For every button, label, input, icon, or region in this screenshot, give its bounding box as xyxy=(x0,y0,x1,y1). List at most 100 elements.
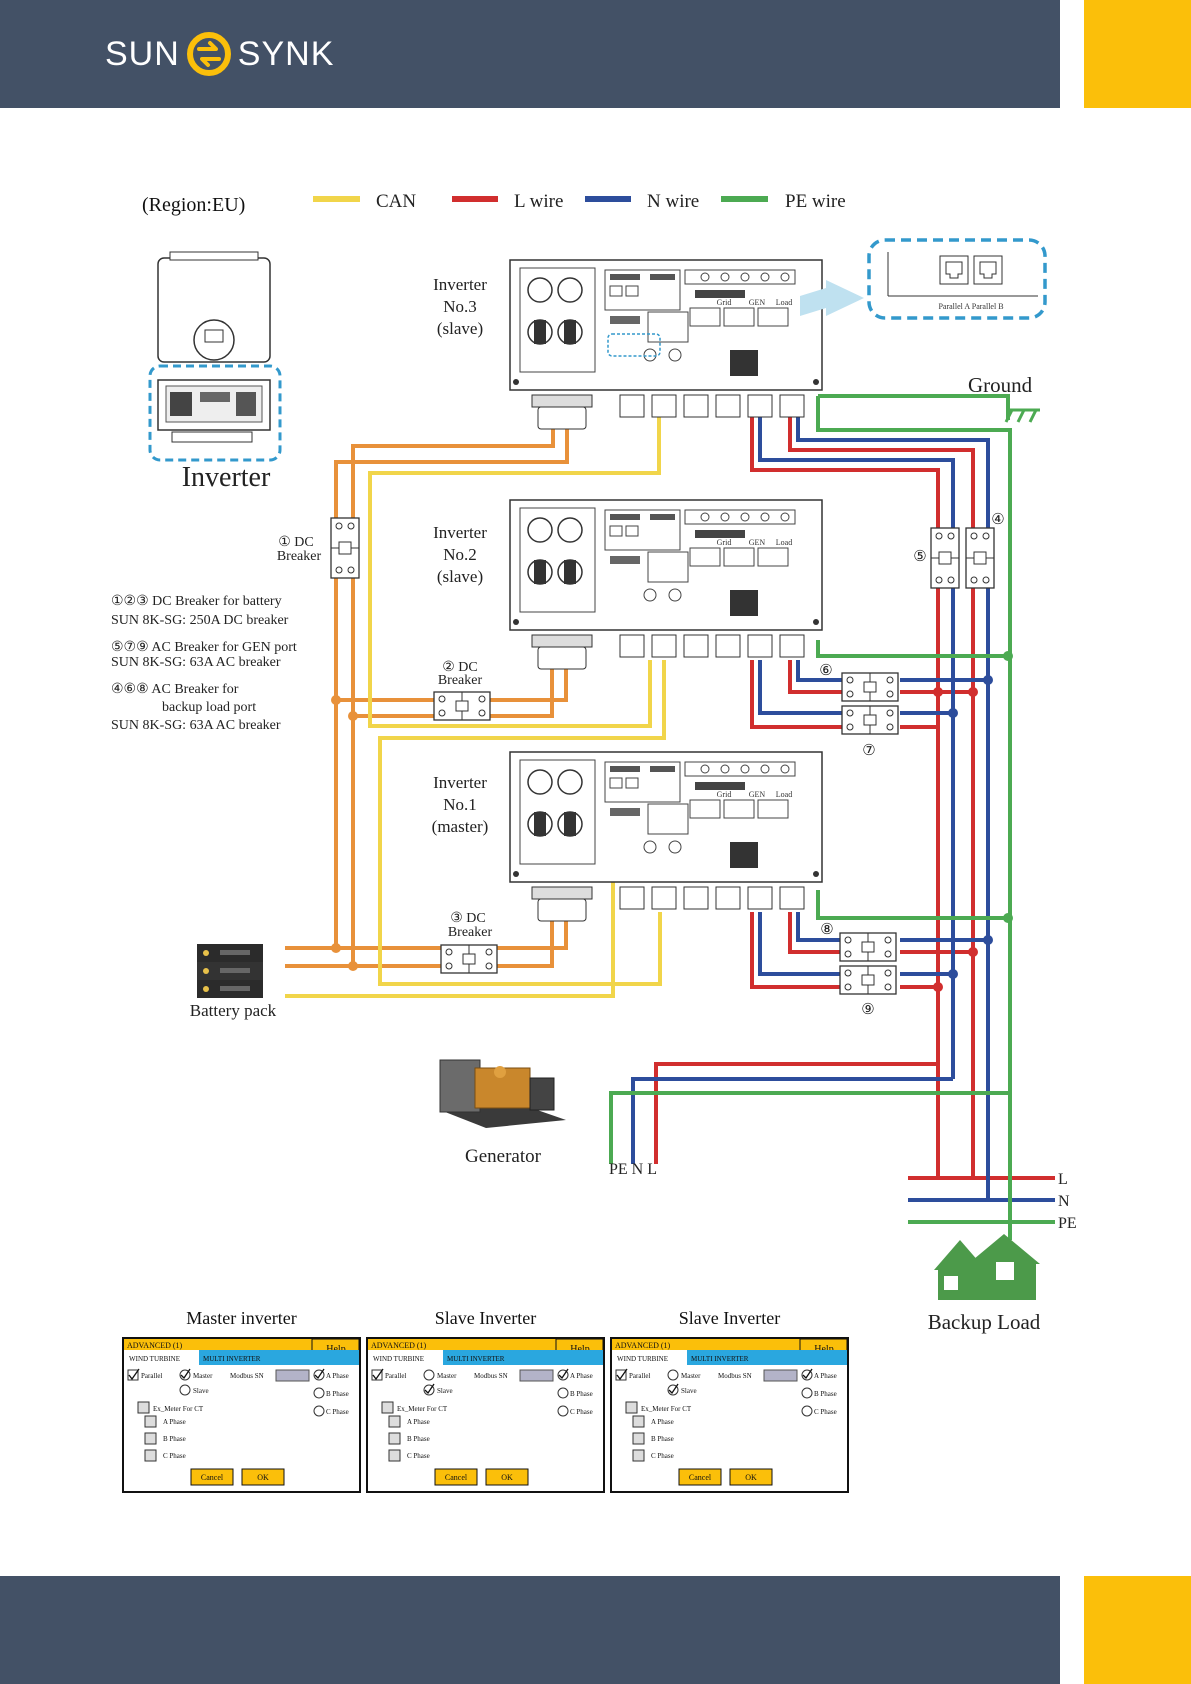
panel-2-ct-label-2: B Phase xyxy=(407,1435,430,1443)
dc-breaker-3-line1: ③ DC xyxy=(450,911,486,926)
panel-3-ex-meter-checkbox[interactable] xyxy=(625,1401,638,1414)
parallel-b-port-icon xyxy=(973,255,1003,285)
panel-3-tab-multi[interactable] xyxy=(687,1350,847,1365)
ac-breaker-5-label: ⑤ xyxy=(913,549,926,565)
ac-breaker-7: ⑦ xyxy=(841,705,899,759)
panel-1-modbus-input[interactable] xyxy=(275,1369,310,1382)
panel-3-tab-wind[interactable] xyxy=(612,1350,687,1365)
battery-pack-icon xyxy=(197,944,263,998)
panel-1-phase-radio-3[interactable] xyxy=(313,1405,325,1417)
region-label: (Region:EU) xyxy=(142,194,245,216)
panel-1-ct-label-1: A Phase xyxy=(163,1418,186,1426)
parallel-port-callout: Parallel A Parallel B xyxy=(867,238,1047,320)
panel-3-slave-label: Slave xyxy=(681,1387,697,1395)
panel-1-ex-meter-label: Ex_Meter For CT xyxy=(153,1405,204,1413)
panel-2-slave-label: Slave xyxy=(437,1387,453,1395)
panel-1-slave-label: Slave xyxy=(193,1387,209,1395)
panel-1-phase-label-2: B Phase xyxy=(326,1390,349,1398)
panel-3-phase-radio-3[interactable] xyxy=(801,1405,813,1417)
panel-1-phase-label-3: C Phase xyxy=(326,1408,349,1416)
ac-breaker-7-label: ⑦ xyxy=(862,743,875,759)
inverter-1: Inverter No.1 (master) Grid GEN Load xyxy=(432,751,823,922)
panel-2-tab-multi[interactable] xyxy=(443,1350,603,1365)
ac-breaker-6-label: ⑥ xyxy=(819,663,832,679)
panel-2-tab-wind[interactable] xyxy=(368,1350,443,1365)
panel-2-ct-checkbox-2[interactable] xyxy=(388,1432,401,1445)
panel-1-tab-multi[interactable] xyxy=(199,1350,359,1365)
panel-3-master-label: Master xyxy=(681,1372,701,1380)
panel-1-ct-label-2: B Phase xyxy=(163,1435,186,1443)
panel-1-phase-radio-2[interactable] xyxy=(313,1387,325,1399)
panel-3-ok-label: OK xyxy=(745,1473,757,1482)
panel-3-master-radio[interactable] xyxy=(667,1369,679,1381)
panel-1-tab-wind[interactable] xyxy=(124,1350,199,1365)
ac-breaker-6: ⑥ xyxy=(819,663,899,702)
panel-2-master-radio[interactable] xyxy=(423,1369,435,1381)
dc-breaker-3: ③ DC Breaker xyxy=(440,911,498,974)
inverter-3-line3: (slave) xyxy=(437,319,483,338)
generator-terminals-label: PE N L xyxy=(609,1161,657,1178)
panel-3-ct-checkbox-2[interactable] xyxy=(632,1432,645,1445)
ac-breaker-5: ⑤ xyxy=(913,527,960,589)
note-line-1: ①②③ DC Breaker for battery xyxy=(111,594,282,609)
panel-3-parallel-label: Parallel xyxy=(629,1372,650,1380)
page-header-band xyxy=(0,0,1060,108)
panel-3-parallel-checkbox[interactable] xyxy=(615,1369,627,1381)
load-l-label: L xyxy=(1058,1171,1068,1188)
house-icon xyxy=(934,1234,1040,1300)
panel-2-phase-radio-3[interactable] xyxy=(557,1405,569,1417)
panel-2-header: ADVANCED (1) xyxy=(371,1341,427,1350)
panel-1-slave-radio[interactable] xyxy=(179,1384,191,1396)
panel-2-ct-checkbox-3[interactable] xyxy=(388,1449,401,1462)
panel-3-phase-radio-2[interactable] xyxy=(801,1387,813,1399)
panel-3-phase-label-2: B Phase xyxy=(814,1390,837,1398)
panel-1-ex-meter-checkbox[interactable] xyxy=(137,1401,150,1414)
panel-2-title: Slave Inverter xyxy=(435,1308,536,1328)
inverter-caption: Inverter xyxy=(182,462,271,493)
panel-3-phase-label-1: A Phase xyxy=(814,1372,837,1380)
inverter-2-grid-label: Grid xyxy=(717,538,732,547)
dc-breaker-1: ① DC Breaker xyxy=(277,517,360,579)
load-n-label: N xyxy=(1058,1193,1070,1210)
panel-1-ct-checkbox-2[interactable] xyxy=(144,1432,157,1445)
generator-icon xyxy=(439,1059,566,1128)
ac-breaker-4: ④ xyxy=(965,512,1005,589)
panel-2-tab-multi-label: MULTI INVERTER xyxy=(447,1355,505,1363)
panel-2-ex-meter-checkbox[interactable] xyxy=(381,1401,394,1414)
panel-3-ct-checkbox-1[interactable] xyxy=(632,1415,645,1428)
panel-3-modbus-input[interactable] xyxy=(763,1369,798,1382)
panel-3-ct-checkbox-3[interactable] xyxy=(632,1449,645,1462)
panel-2-ct-label-3: C Phase xyxy=(407,1452,430,1460)
brand-left: SUN xyxy=(105,34,180,73)
inverter-1-grid-label: Grid xyxy=(717,790,732,799)
panel-2-parallel-checkbox[interactable] xyxy=(371,1369,383,1381)
panel-1-parallel-checkbox[interactable] xyxy=(127,1369,139,1381)
panel-3-ok-button[interactable] xyxy=(729,1468,773,1486)
note-line-4: SUN 8K-SG: 63A AC breaker xyxy=(111,655,281,670)
panel-3-cancel-button[interactable] xyxy=(678,1468,722,1486)
panel-2-phase-radio-2[interactable] xyxy=(557,1387,569,1399)
inverter-2: Inverter No.2 (slave) Grid GEN Load xyxy=(433,499,823,670)
pe-wires xyxy=(609,394,1055,1240)
legend-n-label: N wire xyxy=(647,191,699,212)
panel-3-phase-label-3: C Phase xyxy=(814,1408,837,1416)
panel-2-ok-button[interactable] xyxy=(485,1468,529,1486)
breaker-notes: ①②③ DC Breaker for battery SUN 8K-SG: 25… xyxy=(111,594,297,733)
panel-1-ok-button[interactable] xyxy=(241,1468,285,1486)
inverter-1-gen-label: GEN xyxy=(749,790,766,799)
panel-2-cancel-button[interactable] xyxy=(434,1468,478,1486)
panel-1-ct-checkbox-1[interactable] xyxy=(144,1415,157,1428)
panel-1-ct-label-3: C Phase xyxy=(163,1452,186,1460)
panel-1-cancel-button[interactable] xyxy=(190,1468,234,1486)
panel-2-modbus-input[interactable] xyxy=(519,1369,554,1382)
load-pe-label: PE xyxy=(1058,1215,1077,1232)
panel-1-ct-checkbox-3[interactable] xyxy=(144,1449,157,1462)
panel-2-master-label: Master xyxy=(437,1372,457,1380)
panel-3-ex-meter-label: Ex_Meter For CT xyxy=(641,1405,692,1413)
panel-2-phase-label-3: C Phase xyxy=(570,1408,593,1416)
note-line-7: SUN 8K-SG: 63A AC breaker xyxy=(111,718,281,733)
inverter-1-load-label: Load xyxy=(776,790,792,799)
panel-2-ct-checkbox-1[interactable] xyxy=(388,1415,401,1428)
inverter-1-line3: (master) xyxy=(432,817,489,836)
